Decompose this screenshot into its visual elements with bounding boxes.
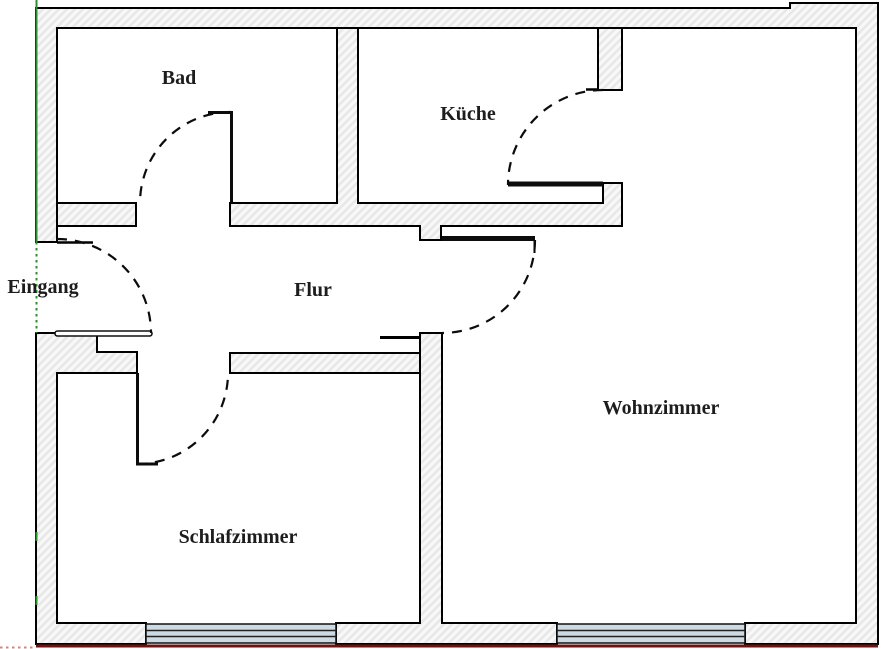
door-kueche[interactable]	[506, 88, 604, 187]
room-label-schlafzimmer[interactable]: Schlafzimmer	[179, 526, 298, 548]
wall-band-bad-kueche-flur[interactable]	[229, 27, 623, 241]
window-schlafzimmer[interactable]	[145, 623, 337, 644]
window-wohnzimmer[interactable]	[556, 623, 746, 644]
room-label-wohnzimmer[interactable]: Wohnzimmer	[603, 397, 720, 419]
door-eingang-leaf[interactable]	[54, 330, 153, 337]
door-schlafzimmer-arc	[136, 372, 230, 466]
baseline-guides	[0, 644, 878, 649]
room-label-bad[interactable]: Bad	[162, 67, 196, 89]
walls-group[interactable]	[35, 2, 879, 645]
partition-wall-schlafzimmer-wohnzimmer[interactable]	[335, 332, 558, 645]
door-schlafzimmer[interactable]	[136, 372, 230, 466]
door-schlafzimmer-leaf[interactable]	[136, 373, 159, 466]
room-label-flur[interactable]: Flur	[294, 279, 332, 301]
room-label-eingang[interactable]: Eingang	[7, 276, 78, 298]
door-wohnzimmer-arc	[441, 239, 537, 335]
door-bad-leaf[interactable]	[208, 111, 233, 204]
wall-schlafzimmer-top-right[interactable]	[229, 352, 421, 374]
door-bad-arc	[138, 110, 232, 204]
door-eingang[interactable]	[54, 237, 153, 337]
door-eingang-arc	[56, 237, 153, 334]
outer-wall-lower-left[interactable]	[35, 332, 147, 645]
wall-bad-bottom-left[interactable]	[56, 202, 137, 227]
door-wohnzimmer[interactable]	[441, 236, 537, 335]
door-kueche-arc	[506, 88, 604, 186]
wall-kueche-right-stub[interactable]	[597, 27, 623, 91]
outer-wall-ring[interactable]	[35, 2, 879, 645]
door-bad[interactable]	[138, 110, 233, 204]
room-label-kueche[interactable]: Küche	[440, 103, 496, 125]
room-labels: Bad Küche Eingang Flur Wohnzimmer Schlaf…	[7, 67, 719, 548]
